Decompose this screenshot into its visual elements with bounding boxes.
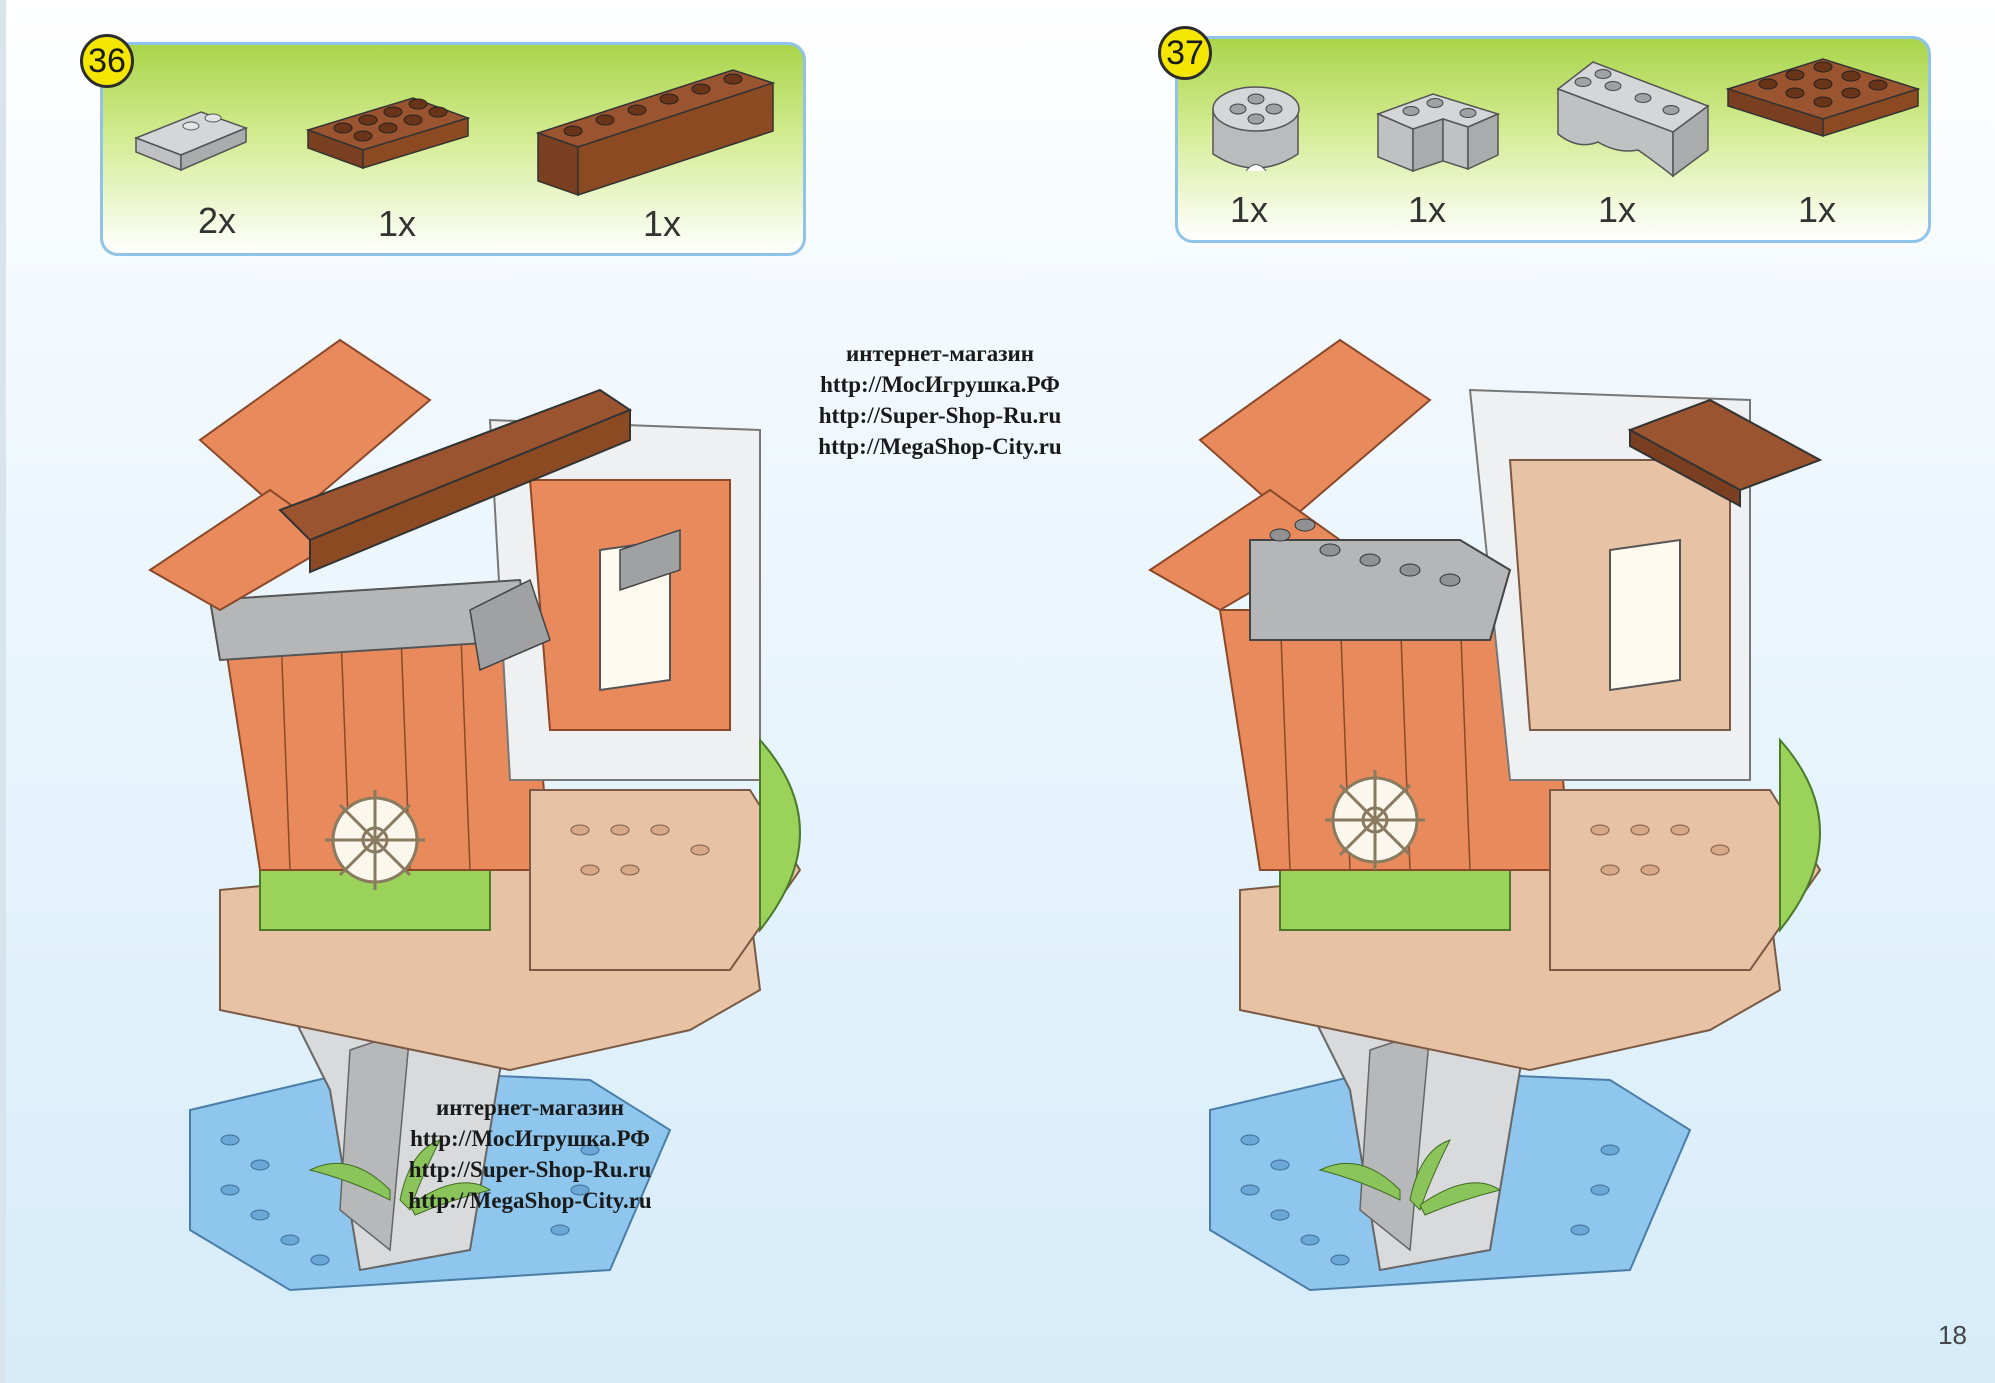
step-number-badge: 37 (1158, 26, 1212, 80)
page-gutter (0, 0, 6, 1383)
watermark-link: http://МосИгрушка.РФ (410, 1126, 650, 1151)
part-quantity: 2x (198, 200, 237, 241)
watermark-link: http://MegaShop-City.ru (408, 1188, 652, 1213)
watermark-link: http://МосИгрушка.РФ (820, 372, 1060, 397)
part-quantity: 1x (1230, 189, 1269, 230)
part-quantity: 1x (1798, 189, 1837, 230)
part-quantity: 1x (1408, 189, 1447, 230)
watermark-link: http://Super-Shop-Ru.ru (408, 1157, 652, 1182)
watermark-line: интернет-магазин (436, 1095, 624, 1120)
watermark-line: интернет-магазин (846, 341, 1034, 366)
page-number: 18 (1938, 1320, 1967, 1350)
step-36-model-illustration (148, 338, 802, 1292)
step-number-badge: 36 (80, 34, 134, 88)
part-quantity: 1x (378, 203, 417, 244)
part-quantity: 1x (643, 203, 682, 244)
watermark-link: http://Super-Shop-Ru.ru (818, 403, 1062, 428)
brown-brick-1x6-icon (535, 69, 776, 197)
step-36-parts-box: 2x 1x 1x (100, 42, 806, 256)
gray-round-brick-icon (1212, 86, 1300, 172)
watermark-link: http://MegaShop-City.ru (818, 434, 1062, 459)
gray-slope-brick-icon (133, 111, 249, 172)
gray-corner-brick-icon (1375, 93, 1501, 173)
watermark-text: интернет-магазин http://МосИгрушка.РФ ht… (380, 1092, 680, 1216)
brown-plate-2x6-icon (1725, 58, 1921, 138)
watermark-text: интернет-магазин http://МосИгрушка.РФ ht… (790, 338, 1090, 462)
gray-curved-brick-icon (1556, 61, 1710, 178)
step-37-parts-box: 1x 1x 1x 1x (1175, 36, 1931, 243)
part-quantity: 1x (1598, 189, 1637, 230)
brown-plate-2x4-icon (305, 97, 471, 170)
step-37-model-illustration (1148, 338, 1823, 1292)
